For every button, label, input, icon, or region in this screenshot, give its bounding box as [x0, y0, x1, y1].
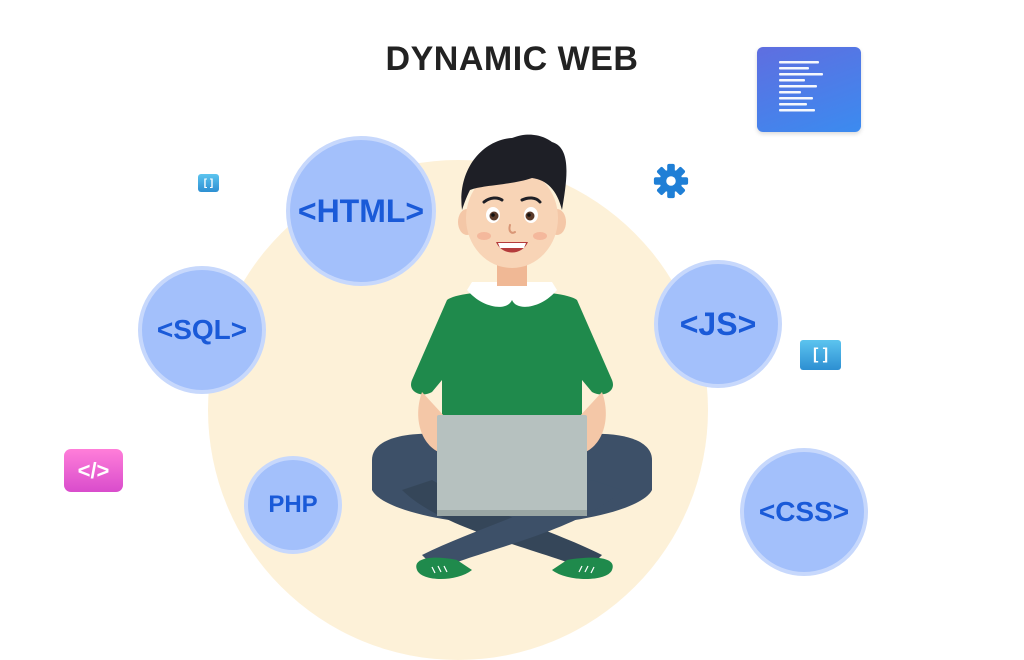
css-label: <CSS> [758, 496, 850, 527]
sql-bubble: <SQL> [138, 266, 266, 394]
gear-icon [653, 163, 689, 199]
developer-illustration [372, 134, 652, 579]
php-bubble: PHP [244, 456, 342, 554]
html-label: <HTML> [297, 192, 425, 229]
code-icon: </> [64, 449, 123, 492]
sql-label: <SQL> [156, 314, 248, 345]
bracket-icon: [ ] [800, 340, 841, 370]
js-label: <JS> [679, 305, 757, 342]
html-bubble: <HTML> [286, 136, 436, 286]
document-icon [757, 47, 861, 132]
bracket-icon: [ ] [198, 174, 219, 192]
page-title: DYNAMIC WEB [385, 40, 639, 78]
css-bubble: <CSS> [740, 448, 868, 576]
php-label: PHP [268, 491, 318, 518]
document-lines-icon [779, 61, 823, 112]
js-bubble: <JS> [654, 260, 782, 388]
